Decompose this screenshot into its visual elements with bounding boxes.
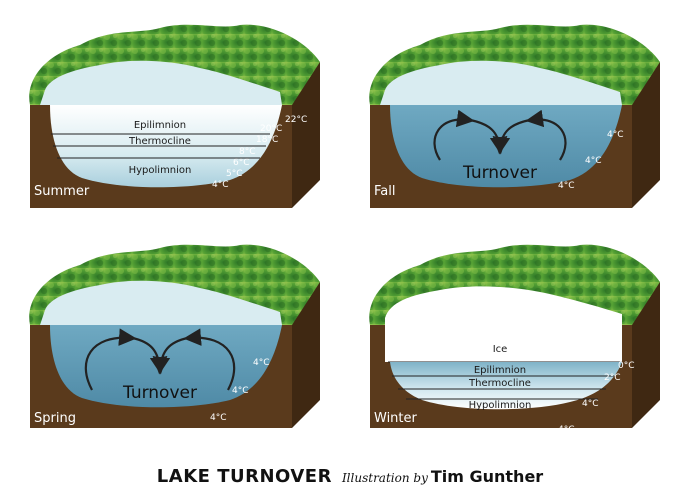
season-label: Winter (374, 411, 418, 426)
spring-panel: Turnover 4°C 4°C 4°C Spring (20, 240, 340, 460)
temp-label: 4°C (253, 358, 270, 368)
temp-label: 4°C (558, 425, 575, 435)
lake-basin (390, 362, 622, 410)
ice-layer (385, 286, 622, 362)
fall-panel: Turnover 4°C 4°C 4°C Fall (360, 20, 680, 240)
season-label: Fall (374, 184, 395, 199)
lake-surface (40, 60, 282, 105)
summer-panel: Epilimnion Thermocline Hypolimnion 22°C … (20, 20, 340, 240)
circulation-arrow (525, 109, 567, 161)
temp-label: 20°C (260, 124, 282, 134)
temp-label: 5°C (226, 169, 243, 179)
temperature-labels: 4°C 4°C 4°C (558, 130, 624, 191)
credit-prefix: Illustration by (341, 471, 428, 485)
temp-label: 6°C (233, 158, 250, 168)
soil-side (292, 62, 320, 208)
temperature-labels: 4°C 4°C 4°C (210, 358, 270, 423)
turnover-label: Turnover (462, 163, 537, 183)
temperature-labels: 22°C 20°C 18°C 8°C 6°C 5°C 4°C (212, 115, 307, 190)
turnover-arrows (433, 109, 567, 161)
circulation-arrow (84, 328, 137, 391)
layer-label-epilimnion: Epilimnion (474, 365, 526, 376)
temp-label: 4°C (210, 413, 227, 423)
winter-diagram: Ice Epilimnion Thermocline Hypolimnion 0… (369, 244, 660, 435)
circulation-arrow (152, 336, 189, 375)
turnover-label: Turnover (122, 383, 197, 403)
temp-label: 8°C (239, 147, 256, 157)
temp-label: 4°C (212, 180, 229, 190)
circulation-arrow (492, 118, 531, 155)
layer-label-ice: Ice (493, 344, 508, 355)
season-label: Summer (34, 184, 90, 199)
circulation-arrow (433, 109, 475, 161)
layer-label-epilimnion: Epilimnion (134, 120, 186, 131)
temp-label: 4°C (582, 399, 599, 409)
circulation-arrow (183, 328, 236, 391)
temp-label: 4°C (607, 130, 624, 140)
temp-label: 4°C (585, 156, 602, 166)
turnover-arrows (84, 328, 236, 391)
layer-label-thermocline: Thermocline (468, 378, 531, 389)
soil-side (632, 62, 660, 208)
fall-diagram: Turnover 4°C 4°C 4°C Fall (369, 24, 660, 208)
lake-surface (40, 280, 282, 325)
credit-author: Tim Gunther (430, 467, 544, 486)
layer-label-hypolimnion: Hypolimnion (129, 165, 192, 176)
soil-side (632, 282, 660, 428)
temp-label: 0°C (618, 361, 635, 371)
soil-side (292, 282, 320, 428)
temp-label: 2°C (604, 373, 621, 383)
temperature-labels: 0°C 2°C 4°C 4°C (558, 361, 635, 435)
season-label: Spring (34, 411, 76, 426)
winter-panel: Ice Epilimnion Thermocline Hypolimnion 0… (360, 240, 680, 460)
layer-label-hypolimnion: Hypolimnion (469, 400, 532, 411)
temp-label: 4°C (558, 181, 575, 191)
temp-label: 18°C (256, 135, 278, 145)
lake-surface (380, 60, 622, 105)
figure-title: LAKE TURNOVER (156, 466, 332, 487)
summer-diagram: Epilimnion Thermocline Hypolimnion 22°C … (29, 24, 321, 208)
layer-label-thermocline: Thermocline (128, 136, 191, 147)
temp-label: 22°C (285, 115, 307, 125)
spring-diagram: Turnover 4°C 4°C 4°C Spring (29, 244, 321, 428)
temp-label: 4°C (232, 386, 249, 396)
